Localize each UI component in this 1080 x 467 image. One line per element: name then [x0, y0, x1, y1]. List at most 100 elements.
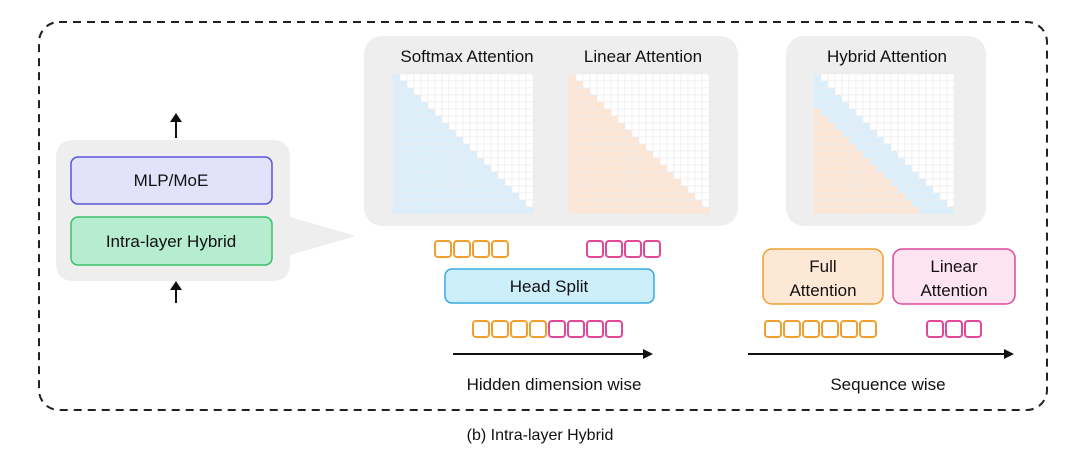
matrix-cell — [448, 73, 457, 82]
matrix-cell — [946, 136, 955, 145]
matrix-cell — [946, 87, 955, 96]
matrix-cell — [575, 80, 584, 89]
matrix-cell — [575, 171, 584, 180]
matrix-cell — [441, 94, 450, 103]
matrix-cell — [511, 94, 520, 103]
matrix-cell — [883, 157, 892, 166]
token-square — [453, 240, 471, 258]
matrix-cell — [399, 164, 408, 173]
matrix-cell — [406, 143, 415, 152]
matrix-cell — [680, 129, 689, 138]
matrix-cell — [631, 73, 640, 82]
matrix-cell — [904, 122, 913, 131]
matrix-cell — [652, 171, 661, 180]
matrix-cell — [455, 150, 464, 159]
matrix-cell — [939, 73, 948, 82]
matrix-cell — [406, 150, 415, 159]
matrix-cell — [946, 80, 955, 89]
matrix-cell — [568, 164, 577, 173]
matrix-cell — [617, 101, 626, 110]
matrix-cell — [666, 150, 675, 159]
matrix-cell — [855, 122, 864, 131]
matrix-cell — [413, 101, 422, 110]
matrix-cell — [420, 108, 429, 117]
matrix-cell — [883, 143, 892, 152]
matrix-cell — [827, 157, 836, 166]
matrix-cell — [575, 129, 584, 138]
matrix-cell — [666, 73, 675, 82]
token-square — [567, 320, 585, 338]
matrix-cell — [483, 143, 492, 152]
matrix-cell — [392, 101, 401, 110]
matrix-cell — [490, 143, 499, 152]
matrix-cell — [525, 101, 534, 110]
matrix-cell — [939, 178, 948, 187]
matrix-cell — [925, 87, 934, 96]
matrix-cell — [883, 171, 892, 180]
matrix-cell — [855, 171, 864, 180]
matrix-cell — [820, 101, 829, 110]
matrix-cell — [413, 87, 422, 96]
matrix-cell — [462, 80, 471, 89]
matrix-cell — [582, 129, 591, 138]
matrix-cell — [399, 115, 408, 124]
matrix-cell — [652, 150, 661, 159]
matrix-cell — [848, 192, 857, 201]
matrix-cell — [525, 115, 534, 124]
matrix-cell — [687, 178, 696, 187]
matrix-cell — [820, 87, 829, 96]
matrix-cell — [497, 171, 506, 180]
matrix-cell — [610, 199, 619, 208]
matrix-cell — [469, 164, 478, 173]
matrix-cell — [694, 185, 703, 194]
matrix-cell — [939, 164, 948, 173]
matrix-cell — [932, 115, 941, 124]
matrix-cell — [834, 122, 843, 131]
matrix-cell — [490, 136, 499, 145]
matrix-cell — [694, 136, 703, 145]
matrix-cell — [904, 108, 913, 117]
matrix-cell — [827, 122, 836, 131]
matrix-cell — [652, 185, 661, 194]
matrix-cell — [925, 108, 934, 117]
matrix-cell — [575, 157, 584, 166]
matrix-cell — [525, 73, 534, 82]
matrix-cell — [869, 164, 878, 173]
matrix-cell — [673, 73, 682, 82]
matrix-cell — [645, 150, 654, 159]
matrix-cell — [624, 115, 633, 124]
matrix-cell — [862, 185, 871, 194]
matrix-cell — [876, 136, 885, 145]
matrix-cell — [462, 136, 471, 145]
matrix-cell — [939, 94, 948, 103]
matrix-cell — [525, 80, 534, 89]
matrix-cell — [504, 94, 513, 103]
matrix-cell — [603, 143, 612, 152]
matrix-cell — [694, 80, 703, 89]
matrix-cell — [932, 143, 941, 152]
matrix-cell — [848, 129, 857, 138]
matrix-cell — [862, 80, 871, 89]
matrix-cell — [862, 115, 871, 124]
matrix-cell — [855, 94, 864, 103]
matrix-cell — [392, 94, 401, 103]
matrix-cell — [841, 108, 850, 117]
matrix-cell — [518, 206, 527, 215]
matrix-cell — [511, 87, 520, 96]
matrix-cell — [490, 94, 499, 103]
matrix-cell — [890, 101, 899, 110]
matrix-cell — [504, 80, 513, 89]
matrix-cell — [441, 192, 450, 201]
matrix-cell — [897, 129, 906, 138]
matrix-cell — [883, 108, 892, 117]
matrix-cell — [869, 136, 878, 145]
matrix-cell — [911, 150, 920, 159]
matrix-cell — [869, 178, 878, 187]
matrix-cell — [476, 206, 485, 215]
matrix-cell — [568, 73, 577, 82]
sequence-wise-label: Sequence wise — [830, 375, 945, 394]
matrix-cell — [869, 115, 878, 124]
matrix-cell — [434, 122, 443, 131]
matrix-cell — [455, 178, 464, 187]
mlp-moe-label: MLP/MoE — [134, 171, 209, 190]
